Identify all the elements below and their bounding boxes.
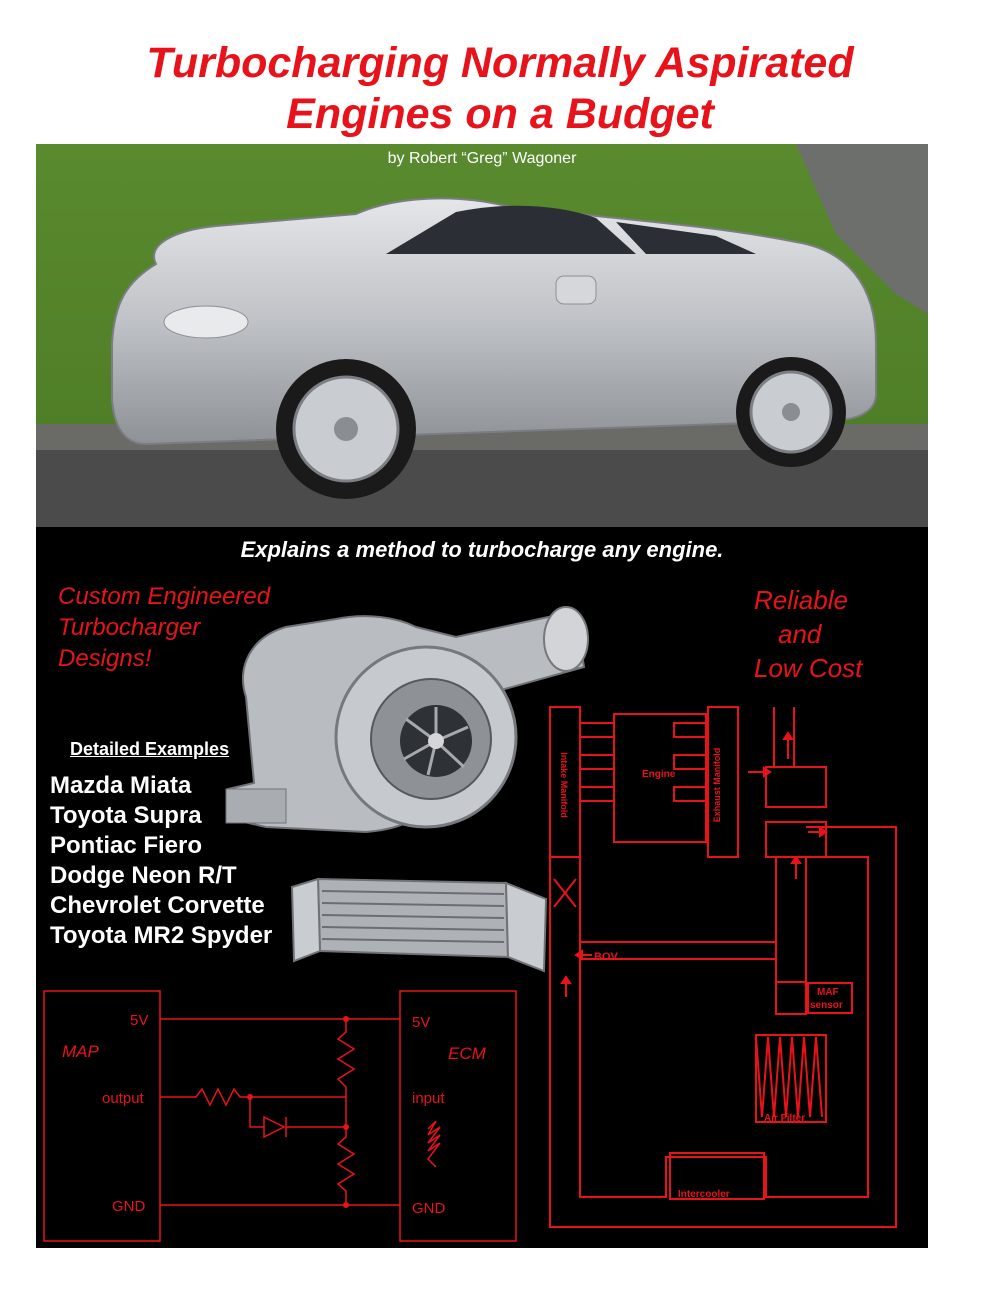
engine-diagram-labels: Intake Manifold Engine Exhaust Manifold … xyxy=(559,748,843,1200)
label-maf-line-2: sensor xyxy=(810,1000,843,1011)
label-ecm-input: input xyxy=(412,1090,445,1107)
label-engine: Engine xyxy=(642,769,676,780)
cover-photo: by Robert “Greg” Wagoner xyxy=(36,144,928,527)
example-item: Chevrolet Corvette xyxy=(50,892,265,919)
example-item: Pontiac Fiero xyxy=(50,832,203,859)
examples-heading: Detailed Examples xyxy=(70,739,230,759)
example-item: Mazda Miata xyxy=(50,772,192,799)
circuit-labels: MAP ECM 5V output GND 5V input GND xyxy=(62,1012,487,1217)
example-item: Dodge Neon R/T xyxy=(50,862,237,889)
label-ecm: ECM xyxy=(448,1044,487,1063)
label-intercooler: Intercooler xyxy=(678,1189,730,1200)
label-ecm-5v: 5V xyxy=(412,1014,430,1031)
circuit-diagram xyxy=(43,990,517,1242)
intercooler-illustration xyxy=(290,877,548,973)
illustration-layer: Intake Manifold Engine Exhaust Manifold … xyxy=(43,606,897,1242)
book-title: Turbocharging Normally Aspirated Engines… xyxy=(0,38,1000,140)
cover-subtitle: Explains a method to turbocharge any eng… xyxy=(240,537,724,562)
author-byline: by Robert “Greg” Wagoner xyxy=(387,150,577,167)
car-photo-illustration xyxy=(36,144,928,527)
engine-flow-diagram xyxy=(549,706,897,1228)
tagline-reliable: Reliable and Low Cost xyxy=(754,583,862,685)
label-ecm-gnd: GND xyxy=(412,1200,446,1217)
tagline-left-line-2: Turbocharger xyxy=(58,614,201,641)
label-maf-line-1: MAF xyxy=(817,987,839,998)
label-air-filter: Air Filter xyxy=(764,1113,805,1124)
example-item: Toyota Supra xyxy=(50,802,202,829)
tagline-right-line-3: Low Cost xyxy=(754,653,863,683)
label-map-gnd: GND xyxy=(112,1198,146,1215)
turbocharger-illustration xyxy=(225,606,589,834)
circuit-junctions xyxy=(247,1016,349,1208)
tagline-left-line-3: Designs! xyxy=(58,645,152,672)
label-intake-manifold: Intake Manifold xyxy=(559,752,569,818)
info-panel: Explains a method to turbocharge any eng… xyxy=(36,527,928,1248)
engine-diagram-arrows xyxy=(560,731,828,997)
label-bov: BOV xyxy=(594,951,619,963)
label-map-output: output xyxy=(102,1090,145,1107)
tagline-right-line-2: and xyxy=(778,619,822,649)
tagline-right-line-1: Reliable xyxy=(754,585,848,615)
tagline-left-line-1: Custom Engineered xyxy=(58,583,271,610)
label-exhaust-manifold: Exhaust Manifold xyxy=(712,748,722,823)
examples-list: Mazda Miata Toyota Supra Pontiac Fiero D… xyxy=(50,771,272,951)
label-map: MAP xyxy=(62,1042,100,1061)
title-line-2: Engines on a Budget xyxy=(286,90,714,138)
label-map-5v: 5V xyxy=(130,1012,148,1029)
example-item: Toyota MR2 Spyder xyxy=(50,922,273,949)
tagline-custom-engineered: Custom Engineered Turbocharger Designs! xyxy=(58,581,270,674)
title-line-1: Turbocharging Normally Aspirated xyxy=(146,39,854,87)
